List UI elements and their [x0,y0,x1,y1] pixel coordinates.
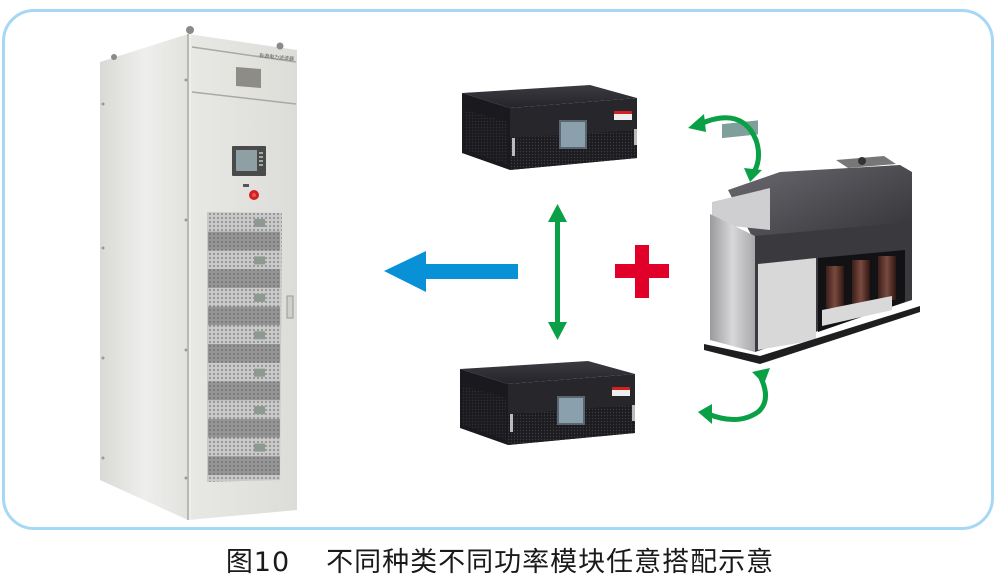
cabinet-module-slot [208,293,280,326]
lifting-eye [186,26,194,34]
cabinet-label-plate [236,67,261,88]
curved-arrow-icon [688,114,762,182]
cabinet-door-handle [286,295,294,319]
plus-icon [615,245,669,298]
cabinet-module-slot [208,256,280,288]
figure-caption-text: 不同种类不同功率模块任意搭配示意 [326,547,775,578]
module-touchscreen [559,120,587,149]
filter-unit-image [704,120,920,364]
cabinet-side-panel [100,34,188,520]
cabinet-screen-display [236,150,257,171]
arrow-left-icon [384,251,518,292]
rotate-arrow-bottom [698,368,770,424]
diagram-canvas: 有源电力滤波器 [100,26,920,520]
swap-arrow [548,204,567,340]
inductor-coil [878,256,896,300]
cabinet-module-slot [208,368,280,401]
curved-arrow-icon [698,368,770,424]
cabinet-module-slot [208,443,280,476]
lifting-eye [276,42,284,50]
figure-caption: 图10 不同种类不同功率模块任意搭配示意 [0,540,1000,579]
double-arrow-vertical-icon [548,204,567,340]
module-touchscreen [557,396,585,425]
cabinet-module-slot [208,331,280,363]
cabinet-module-rack [207,212,282,482]
power-module-bottom [460,361,635,445]
inductor-coil [826,266,844,308]
power-module-top [462,85,637,170]
output-arrow [384,251,518,292]
module-warning-label [612,387,630,396]
cabinet-module-slot [208,219,280,251]
inductor-coil [852,260,870,304]
cabinet-image: 有源电力滤波器 [100,26,297,520]
figure-number: 图10 [225,547,291,578]
module-warning-label [614,111,632,120]
cabinet-module-slot [208,406,280,438]
cabinet-nameplate-text: 有源电力滤波器 [259,52,295,63]
rotate-arrow-top [688,114,762,182]
lifting-eye [111,54,117,60]
